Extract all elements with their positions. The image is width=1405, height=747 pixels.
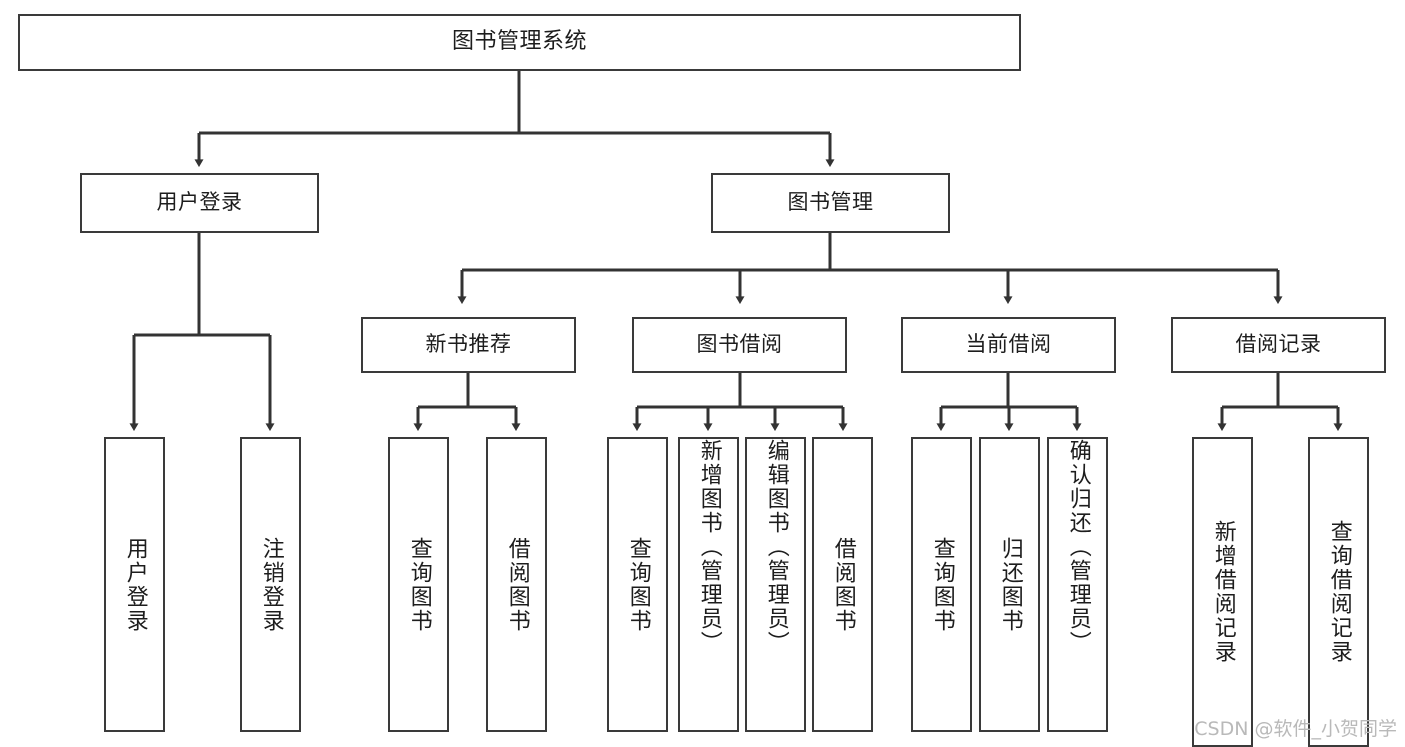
node-label: 确认归还（管理员）	[1065, 439, 1091, 655]
node-leaf-borrow-book-1[interactable]: 借阅图书	[486, 437, 547, 732]
node-label: 查询图书	[929, 536, 955, 633]
node-label: 图书借阅	[696, 332, 783, 357]
node-leaf-query-record[interactable]: 查询借阅记录	[1308, 437, 1369, 747]
csdn-watermark: CSDN @软件_小贺同学	[1194, 718, 1397, 740]
node-leaf-add-book[interactable]: 新增图书（管理员）	[678, 437, 739, 732]
node-leaf-confirm-return[interactable]: 确认归还（管理员）	[1047, 437, 1108, 732]
node-leaf-user-login[interactable]: 用户登录	[104, 437, 165, 732]
node-user-login[interactable]: 用户登录	[80, 173, 319, 233]
node-label: 图书管理系统	[451, 29, 587, 55]
node-book-manage[interactable]: 图书管理	[711, 173, 950, 233]
node-leaf-query-book-3[interactable]: 查询图书	[911, 437, 972, 732]
node-leaf-query-book-1[interactable]: 查询图书	[388, 437, 449, 732]
node-root-system[interactable]: 图书管理系统	[18, 14, 1021, 71]
node-label: 归还图书	[997, 536, 1023, 633]
node-new-book-recommend[interactable]: 新书推荐	[361, 317, 576, 373]
node-label: 新增图书（管理员）	[696, 439, 722, 655]
node-label: 用户登录	[122, 536, 148, 633]
node-label: 图书管理	[787, 190, 874, 215]
node-label: 借阅图书	[830, 536, 856, 633]
node-label: 用户登录	[156, 190, 243, 215]
node-leaf-query-book-2[interactable]: 查询图书	[607, 437, 668, 732]
node-label: 借阅图书	[504, 536, 530, 633]
node-leaf-add-record[interactable]: 新增借阅记录	[1192, 437, 1253, 747]
node-label: 新书推荐	[425, 332, 512, 357]
node-label: 编辑图书（管理员）	[763, 439, 789, 655]
node-leaf-edit-book[interactable]: 编辑图书（管理员）	[745, 437, 806, 732]
node-current-borrow[interactable]: 当前借阅	[901, 317, 1116, 373]
node-borrow-record[interactable]: 借阅记录	[1171, 317, 1386, 373]
node-label: 查询图书	[406, 536, 432, 633]
node-leaf-logout-login[interactable]: 注销登录	[240, 437, 301, 732]
node-leaf-borrow-book-2[interactable]: 借阅图书	[812, 437, 873, 732]
node-label: 新增借阅记录	[1210, 520, 1236, 664]
node-label: 当前借阅	[965, 332, 1052, 357]
node-label: 查询图书	[625, 536, 651, 633]
node-label: 查询借阅记录	[1326, 520, 1352, 664]
node-label: 借阅记录	[1235, 332, 1322, 357]
node-book-borrow[interactable]: 图书借阅	[632, 317, 847, 373]
node-label: 注销登录	[258, 536, 284, 633]
node-leaf-return-book[interactable]: 归还图书	[979, 437, 1040, 732]
